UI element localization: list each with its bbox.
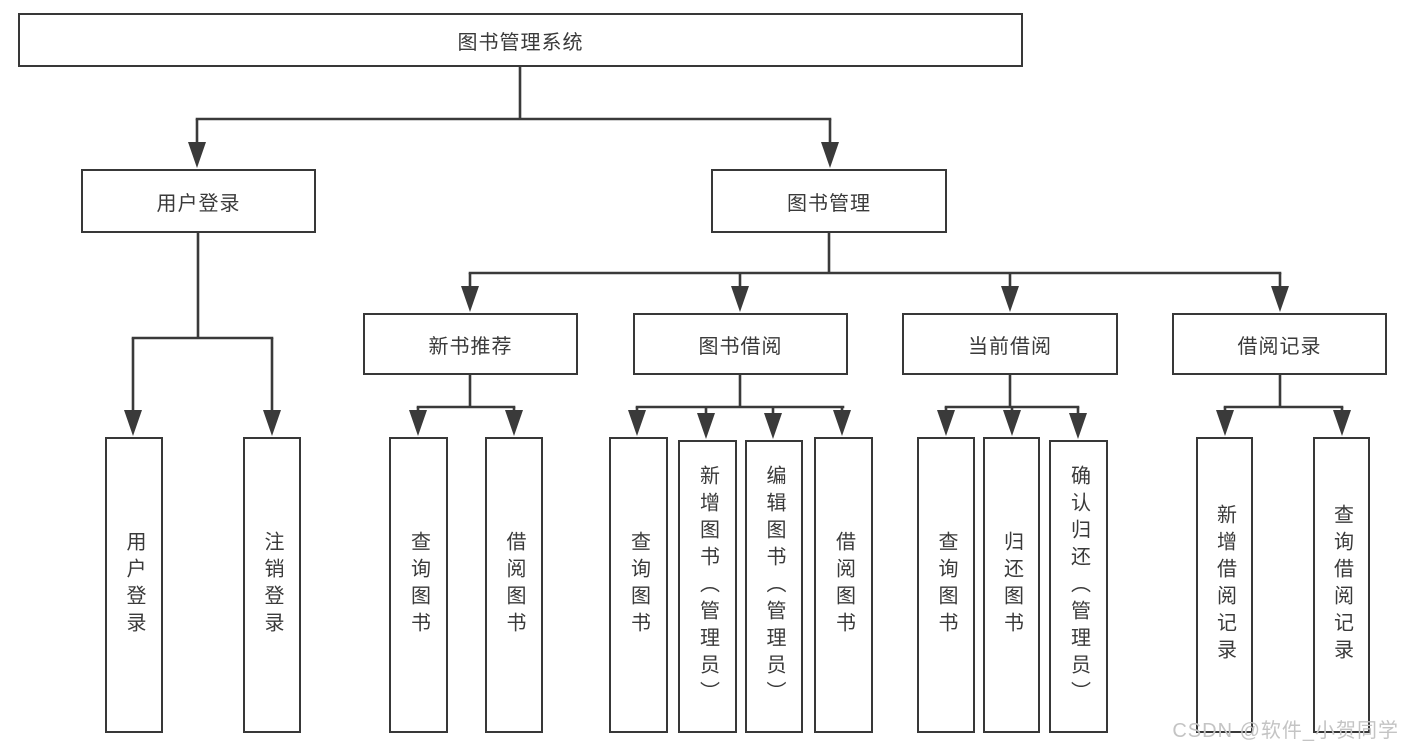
csdn-watermark: CSDN @软件_小贺同学 bbox=[1172, 720, 1399, 742]
leaf-query-borrow-record-label: 查询借阅记录 bbox=[1330, 504, 1353, 666]
leaf-return-books-label: 归还图书 bbox=[1000, 531, 1023, 639]
leaf-logout: 注销登录 bbox=[243, 437, 301, 733]
node-borrowing-records-label: 借阅记录 bbox=[1237, 335, 1322, 358]
leaf-user-login-label: 用户登录 bbox=[123, 531, 145, 639]
node-book-borrowing-label: 图书借阅 bbox=[698, 335, 783, 358]
node-current-borrowing: 当前借阅 bbox=[902, 313, 1118, 375]
leaf-query-books-borrowing-label: 查询图书 bbox=[627, 531, 650, 639]
node-library-management-system-label: 图书管理系统 bbox=[457, 31, 584, 54]
leaf-borrow-books-recommend-label: 借阅图书 bbox=[503, 531, 525, 639]
node-new-book-recommendation-label: 新书推荐 bbox=[428, 335, 513, 358]
node-book-management: 图书管理 bbox=[711, 169, 947, 233]
leaf-query-borrow-record: 查询借阅记录 bbox=[1313, 437, 1370, 733]
leaf-confirm-return-admin-label: 确认归还（管理员） bbox=[1067, 465, 1090, 708]
leaf-add-borrow-record: 新增借阅记录 bbox=[1196, 437, 1253, 733]
leaf-edit-books-admin: 编辑图书（管理员） bbox=[745, 440, 803, 733]
node-library-management-system: 图书管理系统 bbox=[18, 13, 1023, 67]
leaf-query-books-current: 查询图书 bbox=[917, 437, 975, 733]
leaf-query-books-recommend: 查询图书 bbox=[389, 437, 448, 733]
leaf-query-books-current-label: 查询图书 bbox=[935, 531, 957, 639]
node-new-book-recommendation: 新书推荐 bbox=[363, 313, 578, 375]
leaf-query-books-recommend-label: 查询图书 bbox=[407, 531, 430, 639]
leaf-borrow-books: 借阅图书 bbox=[814, 437, 873, 733]
leaf-return-books: 归还图书 bbox=[983, 437, 1040, 733]
leaf-query-books-borrowing: 查询图书 bbox=[609, 437, 668, 733]
leaf-add-borrow-record-label: 新增借阅记录 bbox=[1213, 504, 1236, 666]
node-user-login: 用户登录 bbox=[81, 169, 316, 233]
node-user-login-label: 用户登录 bbox=[156, 192, 241, 215]
leaf-confirm-return-admin: 确认归还（管理员） bbox=[1049, 440, 1108, 733]
node-current-borrowing-label: 当前借阅 bbox=[968, 335, 1052, 358]
node-borrowing-records: 借阅记录 bbox=[1172, 313, 1387, 375]
leaf-user-login: 用户登录 bbox=[105, 437, 163, 733]
leaf-borrow-books-recommend: 借阅图书 bbox=[485, 437, 543, 733]
leaf-add-books-admin: 新增图书（管理员） bbox=[678, 440, 737, 733]
leaf-borrow-books-label: 借阅图书 bbox=[832, 531, 855, 639]
leaf-add-books-admin-label: 新增图书（管理员） bbox=[696, 465, 719, 708]
node-book-borrowing: 图书借阅 bbox=[633, 313, 848, 375]
leaf-edit-books-admin-label: 编辑图书（管理员） bbox=[763, 465, 785, 708]
node-book-management-label: 图书管理 bbox=[787, 192, 871, 215]
leaf-logout-label: 注销登录 bbox=[261, 531, 283, 639]
